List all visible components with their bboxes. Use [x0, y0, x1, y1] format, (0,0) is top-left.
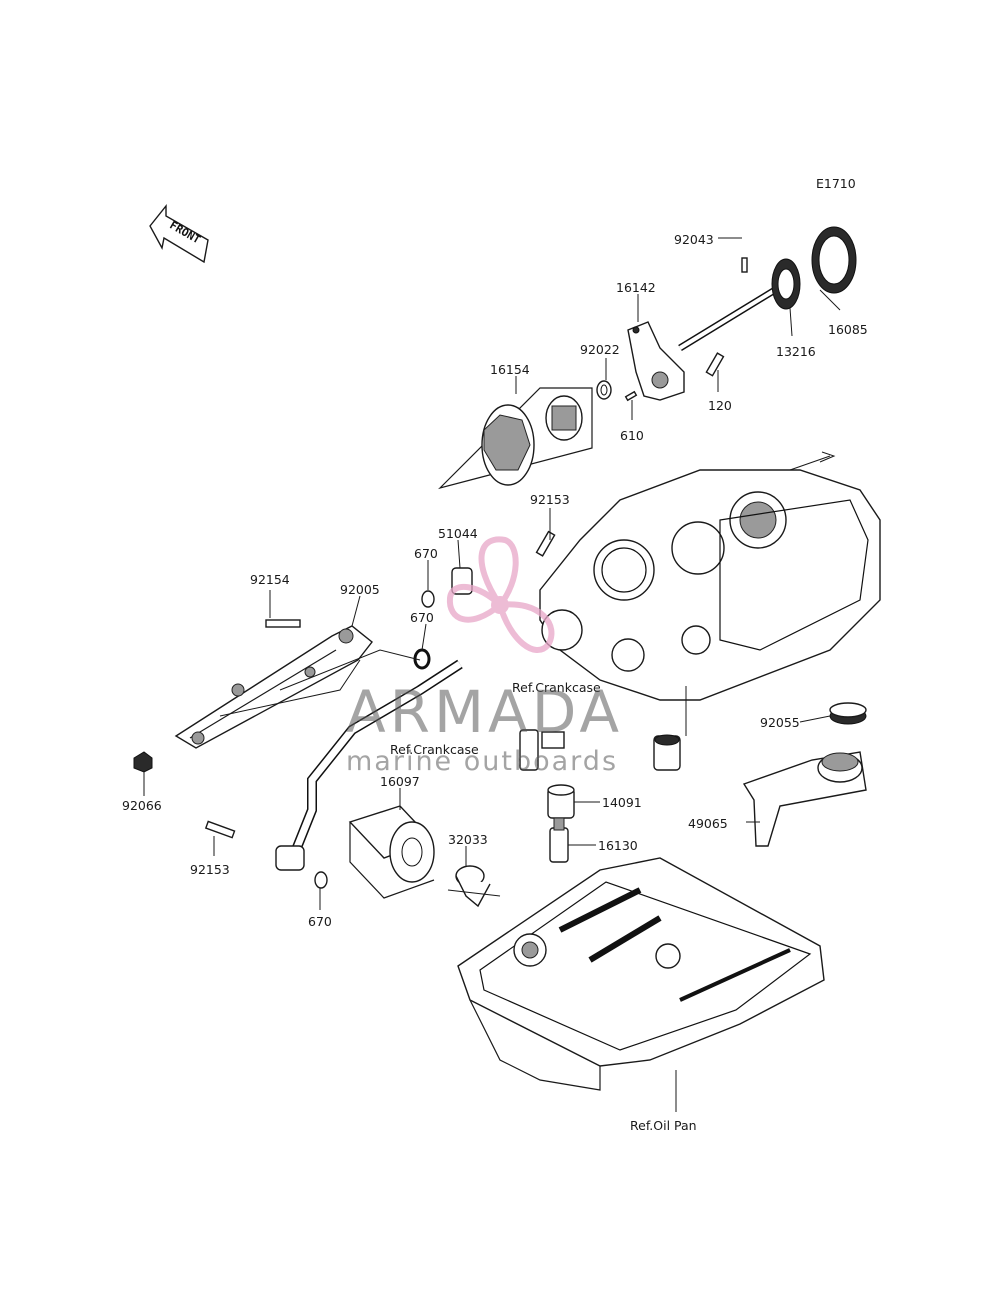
filter-pipe-32033 [447, 865, 501, 908]
ref-oil-pan: Ref.Oil Pan [630, 1118, 697, 1133]
label-92043: 92043 [674, 232, 714, 247]
label-92022: 92022 [580, 342, 620, 357]
ref-crankcase-upper: Ref.Crankcase [512, 680, 601, 695]
pump-drive-gear-16085 [811, 226, 857, 294]
label-92153-bottom: 92153 [190, 862, 230, 877]
label-49065: 49065 [688, 816, 728, 831]
part-labels: 92043 16142 16085 13216 92022 16154 120 … [122, 232, 868, 929]
crankcase [539, 451, 881, 701]
propeller-logo-icon [446, 536, 555, 653]
dashed-bracket-lines [219, 649, 421, 717]
label-92066: 92066 [122, 798, 162, 813]
label-92005: 92005 [340, 582, 380, 597]
label-670-a: 670 [414, 546, 438, 561]
ref-crankcase-lower: Ref.Crankcase [390, 742, 479, 757]
pump-rotor-set-16154 [438, 387, 593, 490]
label-16085: 16085 [828, 322, 868, 337]
baffle-49065 [742, 751, 867, 847]
bolt-120 [705, 352, 725, 377]
label-670-b: 670 [410, 610, 434, 625]
washer-92022 [596, 380, 612, 400]
bolt-92153-bottom [204, 820, 236, 839]
fittings-center [519, 729, 681, 771]
pin-610 [624, 390, 638, 402]
o-ring-670-bottom [314, 871, 328, 889]
oil-filter-16097 [348, 805, 435, 899]
watermark-tagline: marine outboards [346, 746, 618, 777]
armada-watermark: ARMADA marine outboards [346, 536, 623, 777]
oil-pan [457, 857, 825, 1091]
bolt-92153-top [535, 530, 556, 557]
bolt-92154 [265, 619, 301, 628]
collar-14091 [547, 784, 575, 819]
label-51044: 51044 [438, 526, 478, 541]
oil-pipe [275, 659, 463, 871]
label-16130: 16130 [598, 838, 638, 853]
label-610: 610 [620, 428, 644, 443]
diagram-code: E1710 [816, 176, 856, 191]
label-120: 120 [708, 398, 732, 413]
plug-92055 [829, 702, 867, 725]
o-ring-670-top [421, 590, 435, 608]
pin-92043 [741, 257, 748, 273]
pump-shaft-13216 [678, 258, 801, 351]
label-16142: 16142 [616, 280, 656, 295]
nut-92066 [133, 751, 153, 773]
pump-cover-16142 [627, 321, 685, 401]
label-32033: 32033 [448, 832, 488, 847]
label-16154: 16154 [490, 362, 530, 377]
watermark-brand: ARMADA [346, 678, 623, 746]
label-92055: 92055 [760, 715, 800, 730]
label-92153-top: 92153 [530, 492, 570, 507]
front-arrow-icon: FRONT [149, 204, 209, 264]
label-16097: 16097 [380, 774, 420, 789]
oil-pipe-92005 [174, 625, 373, 749]
label-14091: 14091 [602, 795, 642, 810]
oil-pressure-switch-16130 [549, 817, 569, 863]
label-670-c: 670 [308, 914, 332, 929]
leader-lines [143, 237, 841, 1112]
label-13216: 13216 [776, 344, 816, 359]
label-92154: 92154 [250, 572, 290, 587]
